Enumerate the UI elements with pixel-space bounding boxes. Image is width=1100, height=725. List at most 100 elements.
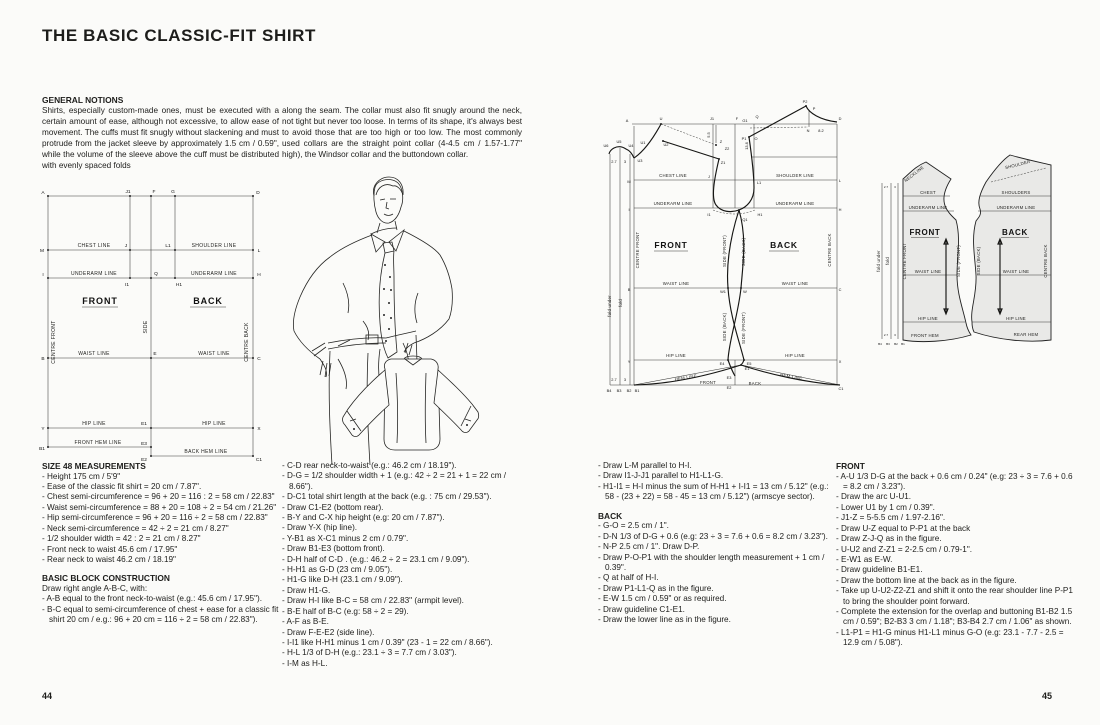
fold-label: fold — [885, 257, 890, 265]
chest-line-label: CHEST LINE — [78, 243, 111, 249]
point-label: W — [743, 289, 747, 294]
list-item: - G-O = 2.5 cm / 1". — [598, 521, 669, 531]
side-front-label: SIDE (FRONT) — [741, 312, 746, 344]
intro-paragraph-2: along the seam. The collar must also fit… — [282, 106, 522, 159]
fold-label: fold — [618, 299, 623, 307]
intro-column-2: along the seam. The collar must also fit… — [282, 95, 522, 161]
list-item: - Draw L-M parallel to H-I. — [598, 461, 692, 470]
block-line-labels: CHEST LINE SHOULDER LINE UNDERARM LINE U… — [51, 243, 250, 455]
point-label: L1 — [165, 243, 171, 249]
point-label: G — [171, 189, 175, 195]
point-label: E3 — [141, 441, 147, 447]
point-label: H — [839, 207, 842, 212]
dimension-label: 2.7 — [884, 185, 889, 189]
point-label: F — [153, 189, 156, 195]
point-label: D — [839, 116, 842, 121]
point-label: E1 — [745, 366, 750, 371]
basic-block-diagram: A J1 F G D M J L1 L I I1 Q H1 H B E C Y … — [39, 189, 262, 463]
point-label: I1 — [707, 212, 710, 217]
page-number-left: 44 — [42, 691, 53, 701]
chest-label: CHEST — [920, 190, 936, 195]
dimension-label: 3 — [624, 377, 626, 382]
fold-under-label: fold under — [607, 295, 612, 317]
point-label: B3 — [886, 342, 890, 346]
underarm-line-label: UNDERARM LINE — [776, 201, 815, 206]
point-label: N — [807, 128, 810, 133]
point-label: J — [125, 243, 128, 249]
pattern-line-labels: CHEST LINE SHOULDER LINE UNDERARM LINE U… — [607, 173, 832, 386]
construction-guides — [609, 110, 841, 386]
pattern-construction-diagram: A U J1 F G1 Q P2 P N 8.2 D U1 U2 U3 U4 U… — [604, 99, 844, 393]
back-area-label: BACK — [770, 240, 798, 250]
centre-front-label: CENTRE FRONT — [635, 232, 640, 269]
rear-hem-label: REAR HEM — [1014, 332, 1039, 337]
list-item: - Draw C1-E2 (bottom rear). — [282, 502, 384, 512]
front-piece-label: FRONT — [909, 228, 940, 237]
point-label: B1 — [901, 342, 905, 346]
back-hem-line-label: BACK HEM LINE — [184, 449, 227, 455]
waist-line-label: WAIST LINE — [782, 281, 809, 286]
list-item: - Draw P1-L1-Q as in the figure. — [598, 583, 714, 593]
back-piece: SHOULDER SHOULDERS UNDERARM LINE BACK WA… — [971, 154, 1052, 342]
back-area-label: BACK — [193, 296, 223, 306]
underarm-line-label: UNDERARM LINE — [71, 271, 117, 277]
section-heading-back: BACK — [598, 510, 623, 521]
point-label: B — [41, 356, 44, 362]
underarm-line-label: UNDERARM LINE — [997, 205, 1036, 210]
underarm-line-label: UNDERARM LINE — [191, 271, 237, 277]
point-label: I1 — [125, 282, 129, 288]
waist-line-label: WAIST LINE — [1003, 269, 1030, 274]
section-heading-general-notions: GENERAL NOTIONS — [42, 95, 124, 105]
centre-back-label: CENTRE BACK — [244, 322, 250, 362]
pattern-pieces-diagram: NECKLINE CHEST UNDERARM LINE FRONT WAIST… — [876, 154, 1052, 346]
point-label: H1 — [176, 282, 182, 288]
list-item: - N-P 2.5 cm / 1". Draw D-P. — [598, 542, 700, 552]
point-label: Z1 — [721, 160, 726, 165]
front-hem-line-label: FRONT HEM LINE — [74, 440, 121, 446]
list-item: - Draw I1-J-J1 parallel to H1-L1-G. — [598, 471, 724, 481]
list-item: - I-I1 like H-H1 minus 1 cm / 0.39" (23 … — [282, 637, 493, 647]
dimension-label: 2.7 — [611, 159, 616, 164]
flat-shirt-sketch — [342, 355, 480, 451]
list-item: - Neck semi-circumference = 42 ÷ 2 = 21 … — [42, 523, 229, 533]
list-item: - L1-P1 = H1-G minus H1-L1 minus G-O (e.… — [836, 627, 1064, 648]
construction-list: - A-B equal to the front neck-to-waist (… — [42, 594, 280, 625]
list-item: - J1-Z = 5-5.5 cm / 1.97-2.16". — [836, 513, 946, 523]
intro-paragraph-1: Shirts, especially custom-made ones, mus… — [42, 105, 279, 170]
page-number-right: 45 — [1042, 691, 1053, 701]
shoulder-line-label: SHOULDER LINE — [776, 173, 814, 178]
point-label: B1 — [635, 388, 640, 393]
side-back-label: SIDE (BACK) — [741, 237, 746, 266]
list-item: - E-W 1.5 cm / 0.59" or as required. — [598, 594, 727, 604]
list-item: - D-H half of C-D . (e.g.: 46.2 ÷ 2 = 23… — [282, 554, 470, 564]
side-front-label: SIDE (FRONT) — [956, 245, 961, 277]
point-label: U2 — [664, 142, 669, 147]
page-title: THE BASIC CLASSIC-FIT SHIRT — [42, 26, 317, 45]
list-item: - Take up U-U2-Z2-Z1 and shift it onto t… — [836, 586, 1073, 606]
front-piece: NECKLINE CHEST UNDERARM LINE FRONT WAIST… — [876, 161, 972, 346]
list-item: - H1-I1 = H-I minus the sum of H-H1 + I-… — [598, 481, 829, 502]
section-heading-measurements: SIZE 48 MEASUREMENTS — [42, 461, 146, 471]
point-label: U3 — [638, 158, 643, 163]
point-label: C — [257, 356, 261, 362]
point-label: A — [41, 190, 45, 196]
list-item: - Draw Z-J-Q as in the figure. — [836, 534, 942, 544]
point-label: Q1 — [742, 217, 747, 222]
point-label: U6 — [604, 143, 609, 148]
point-label: B3 — [617, 388, 622, 393]
hip-line-label: HIP LINE — [666, 353, 686, 358]
point-label: Y — [41, 426, 45, 432]
point-label: X — [839, 359, 842, 364]
list-item: - H-H1 as G-D (23 cm / 9.05"). — [282, 565, 393, 575]
point-label: C — [839, 287, 842, 292]
point-label: U4 — [629, 143, 635, 148]
dimension-label: 5.5 — [706, 132, 711, 137]
point-label: G1 — [742, 118, 747, 123]
list-item: - B-Y and C-X hip height (e.g: 20 cm / 7… — [282, 513, 445, 523]
point-label: P1 — [742, 136, 747, 141]
point-label: W1 — [720, 289, 726, 294]
point-label: D — [256, 190, 260, 196]
pattern-outlines — [608, 105, 841, 386]
point-label: U1 — [641, 140, 646, 145]
